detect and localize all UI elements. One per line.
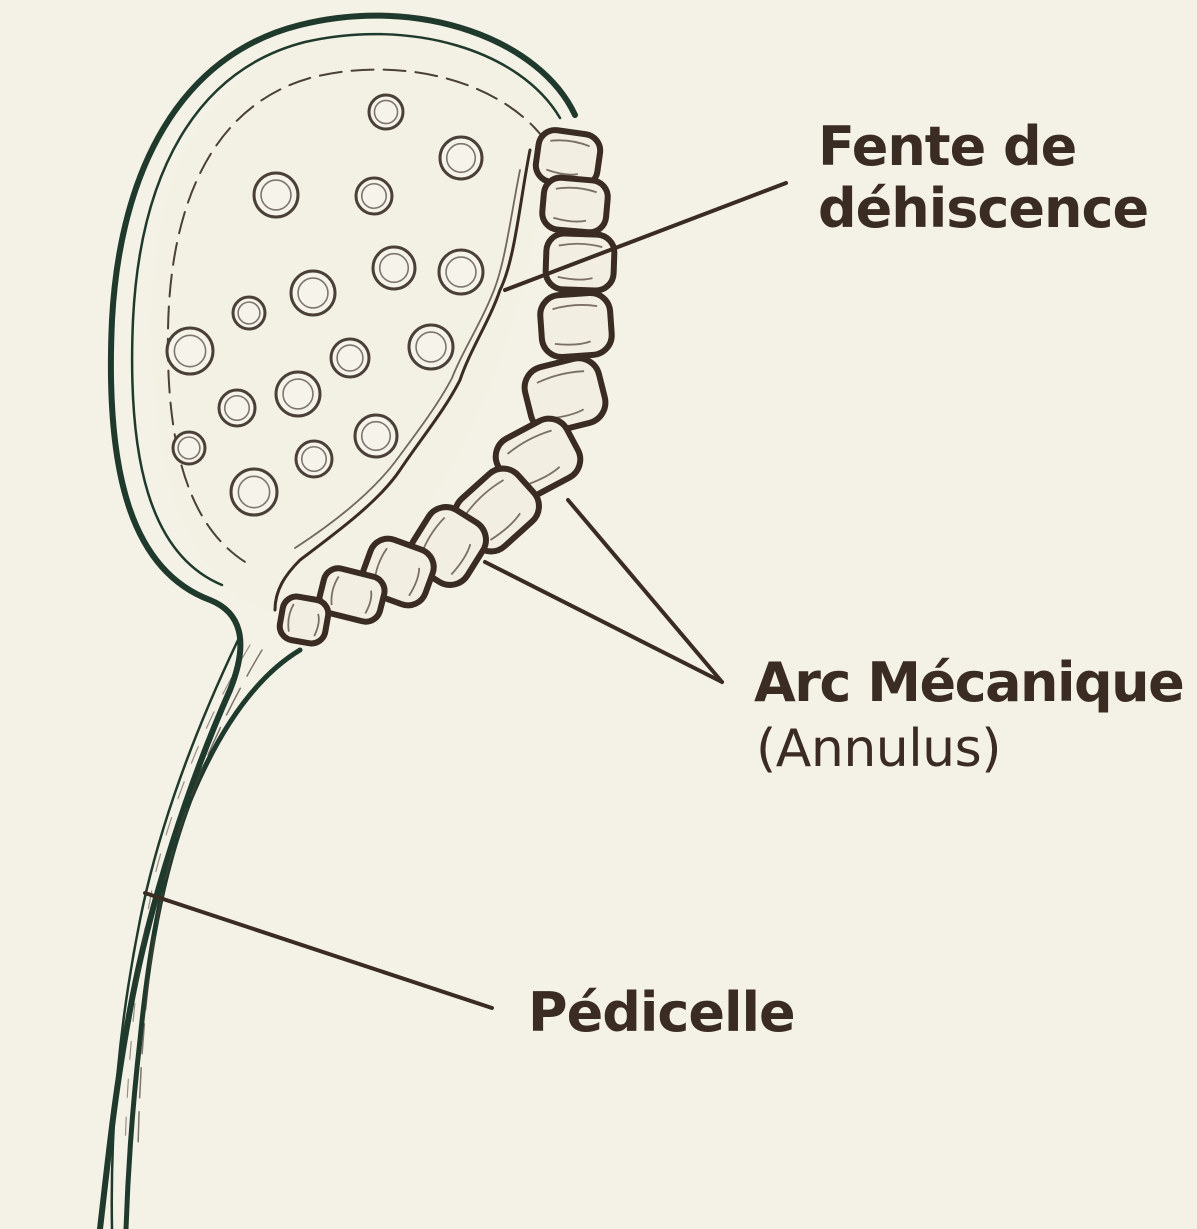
spore (167, 328, 213, 374)
label-arc-mecanique: Arc Mécanique (754, 652, 1183, 714)
spore (231, 469, 277, 515)
annulus-cell (541, 176, 609, 233)
spore (369, 95, 403, 129)
spore (233, 297, 265, 329)
leader-line-arc-2 (485, 562, 722, 682)
spore (409, 325, 453, 369)
leader-line-arc-1 (568, 500, 722, 682)
spore (291, 271, 335, 315)
spore (331, 339, 369, 377)
label-pedicelle: Pédicelle (528, 982, 795, 1044)
label-fente-line2: déhiscence (818, 178, 1148, 240)
spore (355, 415, 397, 457)
spore (356, 178, 392, 214)
annulus-cell (278, 594, 331, 645)
spore (219, 390, 255, 426)
spore (440, 137, 482, 179)
spore (254, 173, 298, 217)
annulus-cell (539, 292, 613, 359)
spore (439, 250, 483, 294)
label-fente-de-dehiscence: Fente de déhiscence (818, 116, 1148, 239)
spore (296, 441, 332, 477)
leader-line-pedicelle (145, 893, 492, 1008)
label-fente-line1: Fente de (818, 116, 1148, 178)
spore (173, 432, 205, 464)
label-annulus: (Annulus) (756, 720, 1001, 779)
spore (373, 247, 415, 289)
spore (276, 372, 320, 416)
